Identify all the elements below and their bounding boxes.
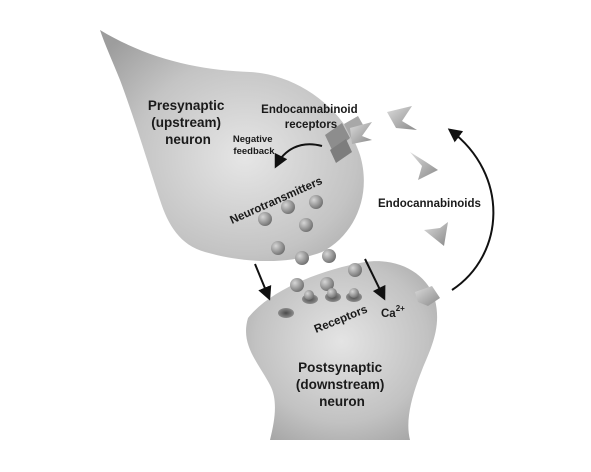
- presynaptic-label: Presynaptic (upstream) neuron: [148, 98, 228, 147]
- postsynaptic-receptors: [278, 288, 362, 318]
- vesicles: [258, 195, 323, 255]
- neurotransmitter-molecules: [290, 249, 362, 292]
- release-arrow-left: [254, 263, 272, 301]
- endocannabinoid-bound-icon: [350, 122, 372, 144]
- endocannabinoid-icon: [410, 152, 438, 180]
- calcium-label: Ca2+: [381, 304, 405, 320]
- endocannabinoid-return-arrow: [447, 128, 495, 291]
- negative-feedback-label: Negative feedback: [233, 134, 275, 157]
- postsynaptic-label: Postsynaptic (downstream) neuron: [296, 360, 388, 409]
- negative-feedback-arrow: [274, 143, 323, 169]
- endocannabinoid-icon: [387, 106, 417, 130]
- endocannabinoid-icon: [424, 222, 448, 246]
- release-arrow-right: [364, 258, 386, 301]
- endocannabinoids-label: Endocannabinoids: [378, 198, 481, 210]
- postsynaptic-neuron: [246, 261, 438, 440]
- endocannabinoid-receptors-label: Endocannabinoid receptors: [261, 104, 361, 131]
- presynaptic-neuron: [100, 30, 364, 262]
- endocannabinoid-postsynaptic-icon: [415, 286, 440, 306]
